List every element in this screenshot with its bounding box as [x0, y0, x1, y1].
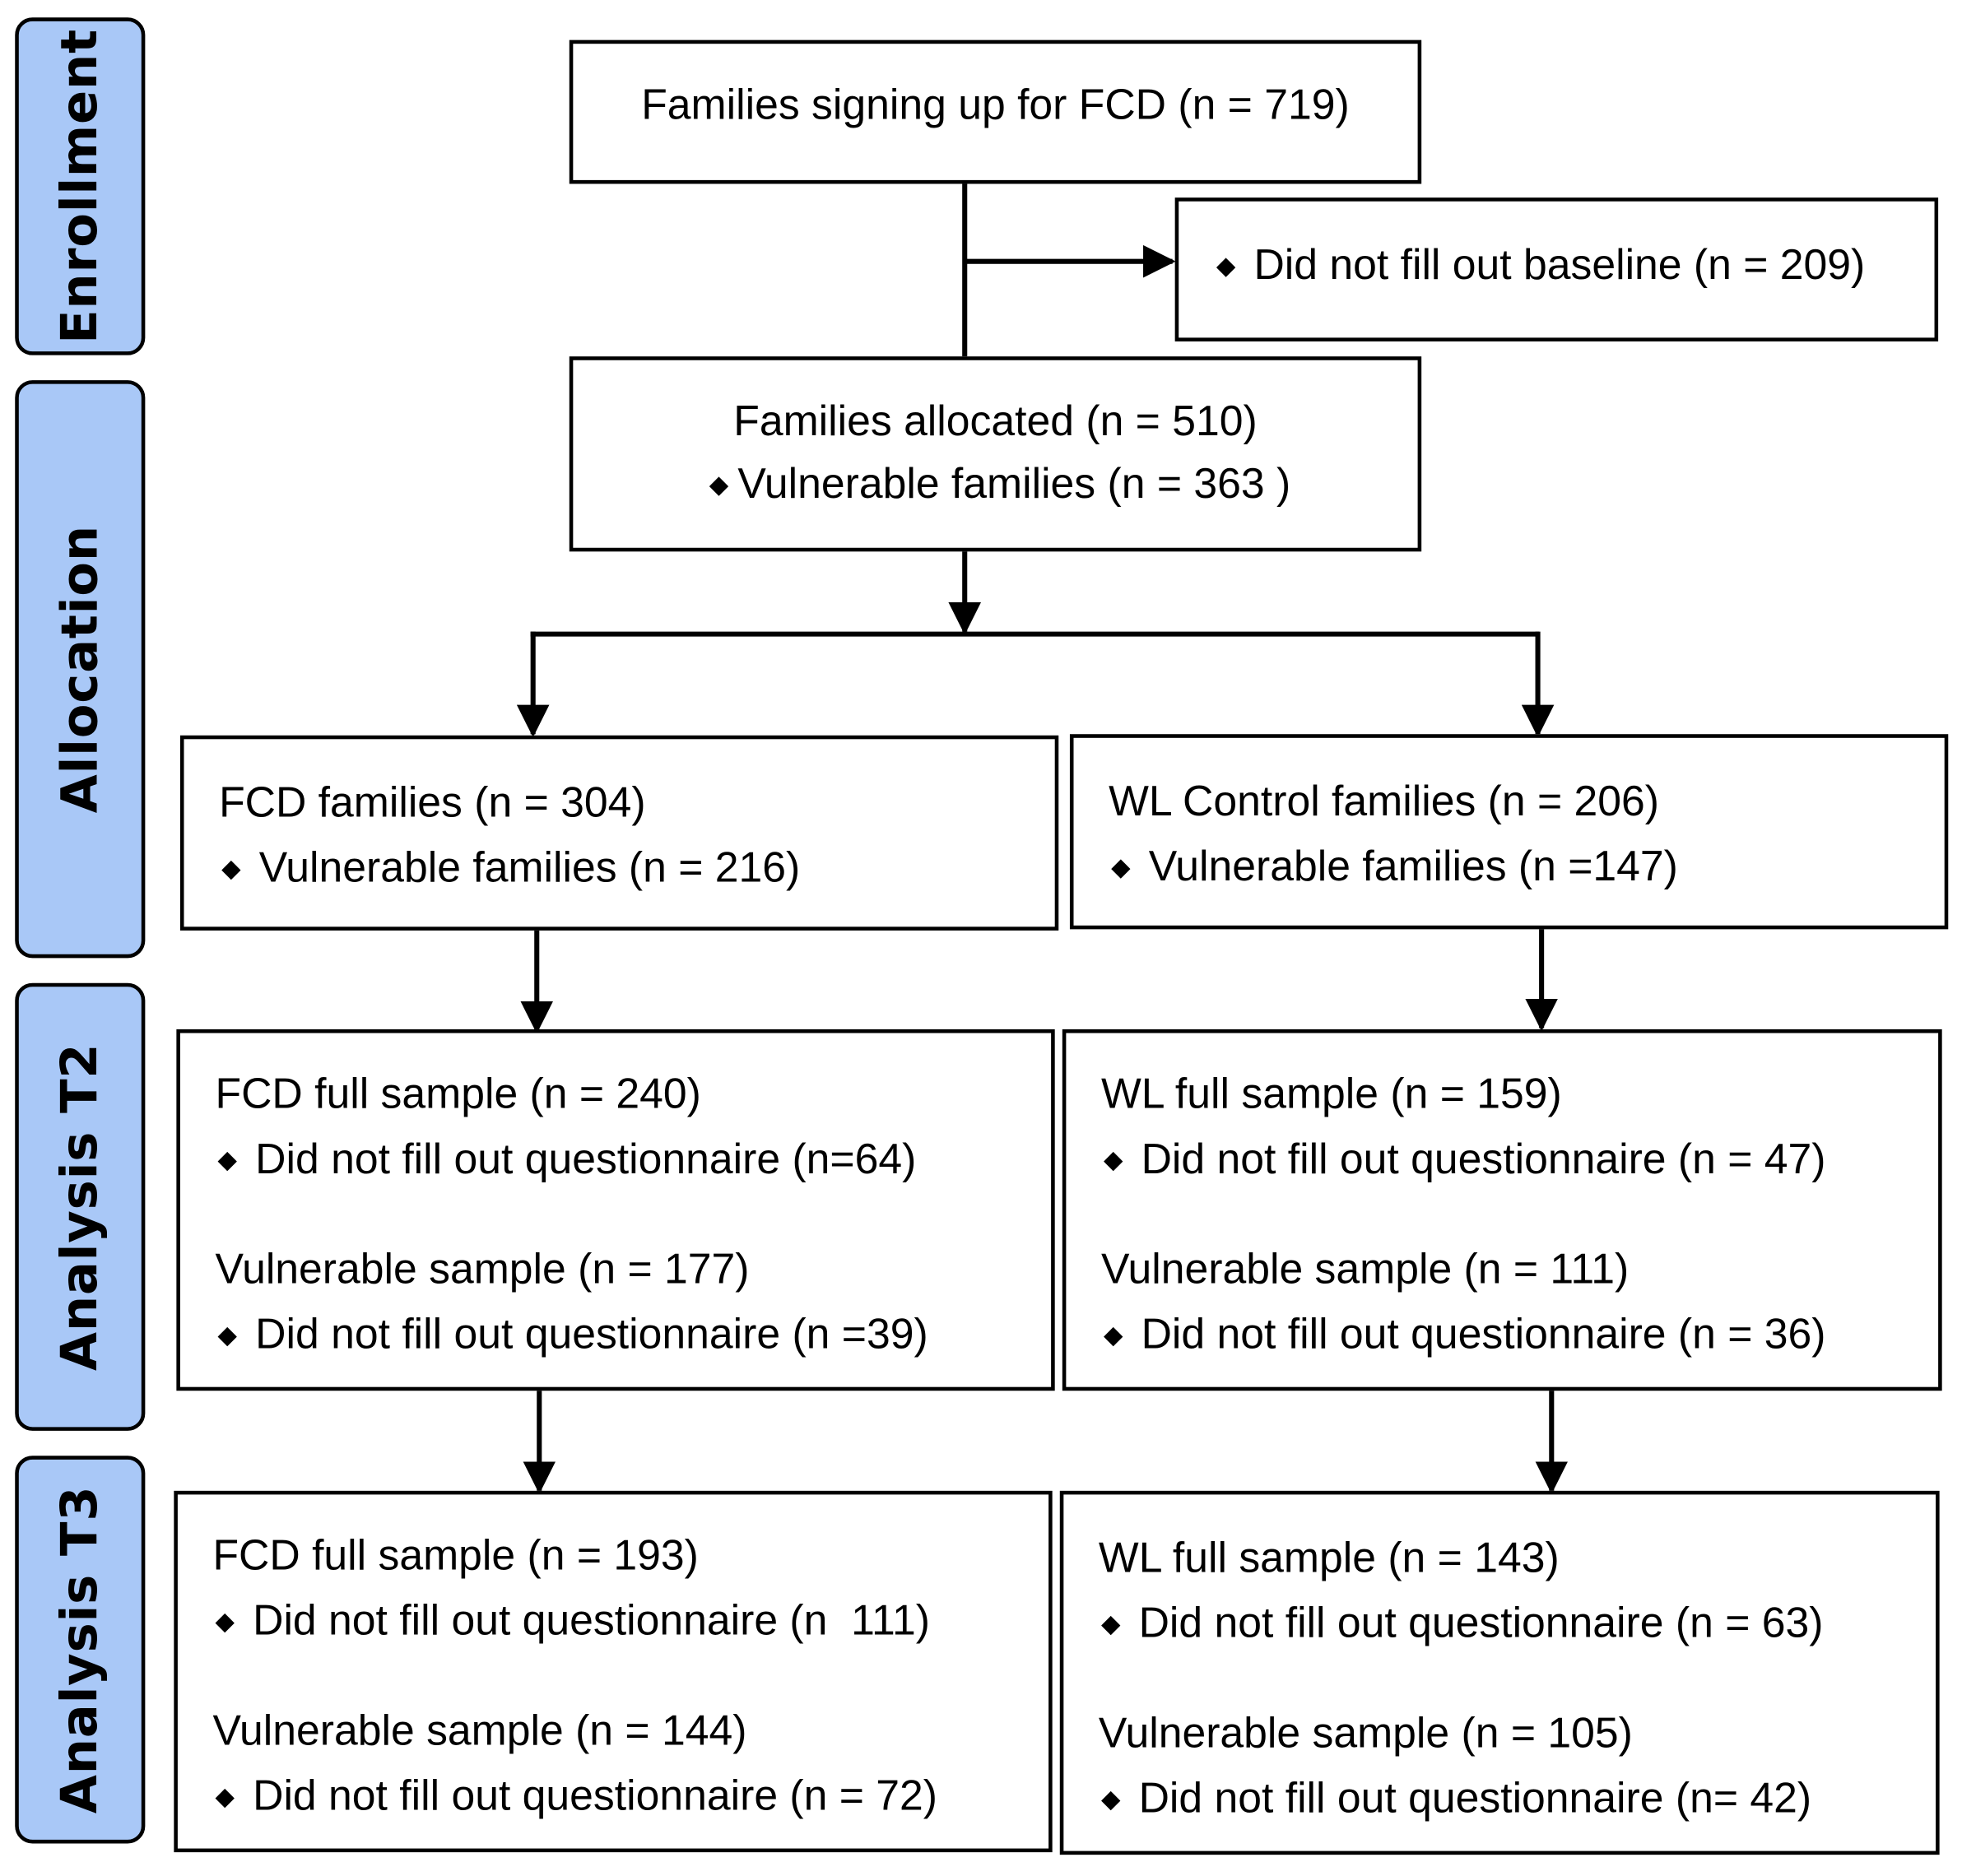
t3-wl-vulnerable-missing-text: Did not fill out questionnaire (n= 42)	[1138, 1774, 1812, 1823]
bullet-icon: ◆	[217, 1146, 237, 1175]
t3-wl-full-text: WL full sample (n = 143)	[1098, 1535, 1560, 1582]
bullet-icon: ◆	[709, 471, 729, 499]
bullet-icon: ◆	[1103, 1146, 1123, 1175]
stage-allocation: Allocation	[15, 380, 146, 959]
stage-allocation-label: Allocation	[51, 525, 109, 814]
t3-fcd-full-text: FCD full sample (n = 193)	[212, 1532, 699, 1580]
stage-analysis-t2-label: Analysis T2	[51, 1042, 109, 1371]
t2-fcd-box: FCD full sample (n = 240) ◆ Did not fill …	[176, 1029, 1055, 1391]
t2-wl-full-missing-line: ◆ Did not fill out questionnaire (n = 47)	[1104, 1138, 1826, 1181]
bullet-icon: ◆	[221, 855, 241, 884]
signup-text: Families signing up for FCD (n = 719)	[641, 81, 1350, 129]
bullet-icon: ◆	[215, 1783, 235, 1811]
excluded-line: ◆Did not fill out baseline (n = 209)	[1216, 244, 1865, 286]
t3-fcd-box: FCD full sample (n = 193) ◆ Did not fill …	[174, 1490, 1053, 1853]
t3-fcd-full-missing-line: ◆ Did not fill out questionnaire (n 111)	[216, 1600, 930, 1642]
t2-wl-full-text: WL full sample (n = 159)	[1100, 1070, 1562, 1118]
fcd-families-box: FCD families (n = 304) ◆ Vulnerable famil…	[179, 735, 1059, 931]
t3-fcd-vulnerable-missing-text: Did not fill out questionnaire (n = 72)	[253, 1772, 938, 1820]
stage-analysis-t3: Analysis T3	[15, 1456, 146, 1844]
allocated-vulnerable-line: ◆ Vulnerable families (n = 363 )	[573, 462, 1417, 505]
t2-fcd-full-text: FCD full sample (n = 240)	[215, 1070, 701, 1118]
fcd-vulnerable-line: ◆ Vulnerable families (n = 216)	[221, 847, 800, 889]
bullet-icon: ◆	[1103, 1321, 1123, 1350]
fcd-vulnerable-text: Vulnerable families (n = 216)	[258, 844, 801, 892]
allocated-box: Families allocated (n = 510) ◆ Vulnerable…	[569, 356, 1422, 552]
excluded-box: ◆ Did not fill out baseline (n = 209)	[1174, 197, 1939, 341]
t2-wl-box: WL full sample (n = 159) ◆ Did not fill o…	[1062, 1029, 1942, 1391]
wl-families-text: WL Control families (n = 206)	[1109, 778, 1660, 826]
bullet-icon: ◆	[1100, 1610, 1121, 1639]
t2-fcd-vulnerable-text: Vulnerable sample (n = 177)	[215, 1245, 750, 1293]
t3-fcd-vulnerable-text: Vulnerable sample (n = 144)	[212, 1707, 747, 1755]
t2-fcd-full-missing-line: ◆ Did not fill out questionnaire (n=64)	[218, 1138, 917, 1181]
stage-analysis-t3-label: Analysis T3	[51, 1485, 109, 1814]
wl-vulnerable-text: Vulnerable families (n =147)	[1148, 843, 1678, 891]
t2-wl-vulnerable-missing-text: Did not fill out questionnaire (n = 36)	[1141, 1310, 1826, 1358]
bullet-icon: ◆	[1111, 854, 1131, 882]
t3-wl-full-missing-text: Did not fill out questionnaire (n = 63)	[1138, 1600, 1824, 1647]
t2-wl-vulnerable-text: Vulnerable sample (n = 111)	[1100, 1245, 1630, 1293]
stage-enrollment: Enrollment	[15, 17, 146, 355]
allocated-text: Families allocated (n = 510)	[733, 397, 1258, 446]
fcd-families-text: FCD families (n = 304)	[219, 778, 646, 827]
excluded-text: Did not fill out baseline (n = 209)	[1253, 241, 1866, 290]
t3-fcd-vulnerable-missing-line: ◆ Did not fill out questionnaire (n = 72)	[216, 1775, 938, 1818]
bullet-icon: ◆	[1100, 1785, 1121, 1813]
t3-wl-vulnerable-text: Vulnerable sample (n = 105)	[1098, 1709, 1633, 1758]
bullet-icon: ◆	[215, 1608, 235, 1637]
t2-fcd-vulnerable-missing-text: Did not fill out questionnaire (n =39)	[255, 1310, 928, 1358]
bullet-icon: ◆	[1216, 253, 1236, 281]
t3-wl-full-missing-line: ◆ Did not fill out questionnaire (n = 63)	[1101, 1602, 1824, 1645]
t3-fcd-full-missing-text: Did not fill out questionnaire (n 111)	[253, 1597, 930, 1645]
t2-wl-vulnerable-missing-line: ◆ Did not fill out questionnaire (n = 36)	[1104, 1313, 1826, 1356]
stage-analysis-t2: Analysis T2	[15, 982, 146, 1431]
t3-wl-box: WL full sample (n = 143) ◆ Did not fill o…	[1059, 1490, 1940, 1855]
allocated-vulnerable-text: Vulnerable families (n = 363 )	[737, 460, 1291, 508]
t2-wl-full-missing-text: Did not fill out questionnaire (n = 47)	[1141, 1135, 1826, 1183]
bullet-icon: ◆	[217, 1321, 237, 1350]
t2-fcd-full-missing-text: Did not fill out questionnaire (n=64)	[255, 1135, 917, 1183]
signup-box: Families signing up for FCD (n = 719)	[569, 39, 1422, 184]
t2-fcd-vulnerable-missing-line: ◆ Did not fill out questionnaire (n =39)	[218, 1313, 928, 1356]
wl-vulnerable-line: ◆ Vulnerable families (n =147)	[1111, 846, 1678, 889]
t3-wl-vulnerable-missing-line: ◆ Did not fill out questionnaire (n= 42)	[1101, 1777, 1811, 1820]
wl-families-box: WL Control families (n = 206) ◆ Vulnerabl…	[1069, 734, 1949, 930]
stage-enrollment-label: Enrollment	[51, 29, 109, 344]
